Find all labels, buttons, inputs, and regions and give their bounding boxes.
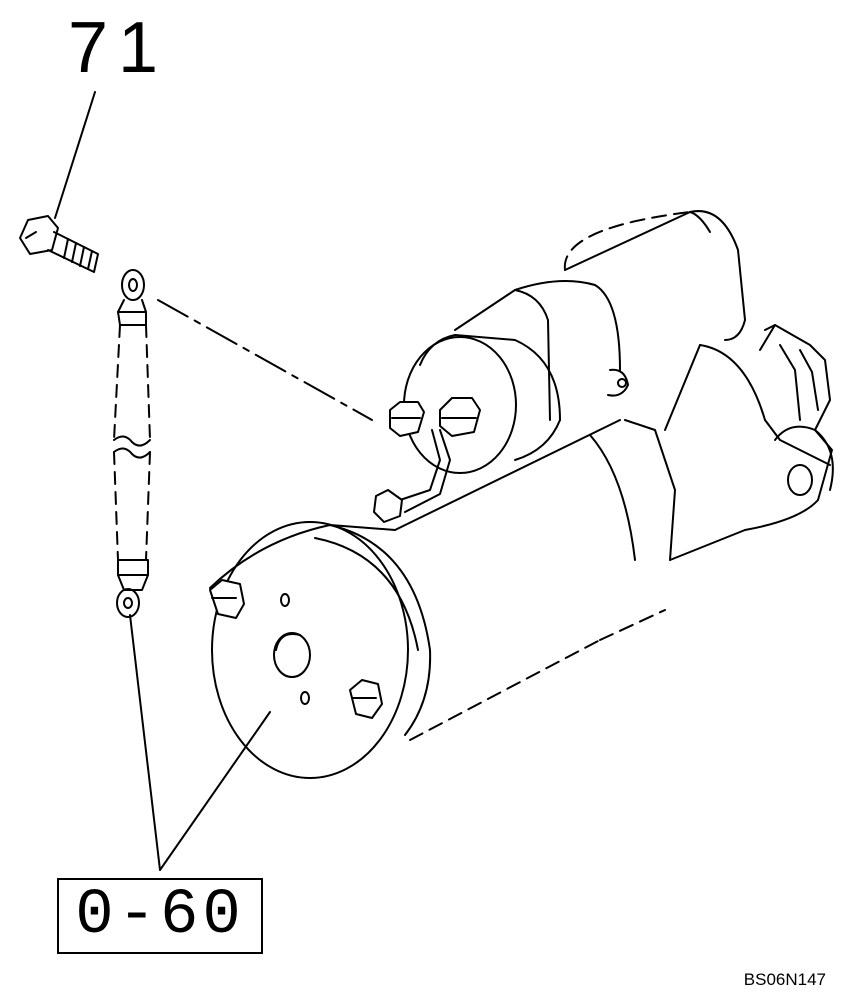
solenoid-icon <box>390 211 745 512</box>
starter-motor-icon <box>210 325 833 778</box>
leader-lines <box>55 92 270 870</box>
reference-box: 0-60 <box>57 878 263 954</box>
bolt-icon <box>20 216 98 272</box>
assembly-line <box>158 300 372 420</box>
reference-box-label: 0-60 <box>75 880 245 952</box>
ground-cable-icon <box>114 270 150 617</box>
part-callout-71: 71 <box>68 8 169 88</box>
figure-code: BS06N147 <box>743 970 826 989</box>
